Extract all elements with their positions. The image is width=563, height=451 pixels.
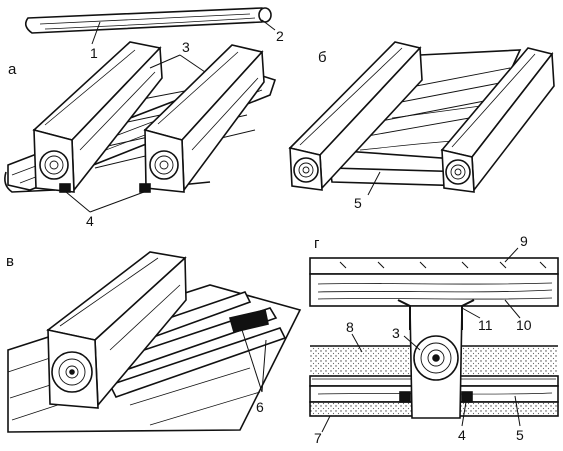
panel-b-leader-5 [367, 171, 381, 196]
callout-7: 7 [314, 430, 322, 446]
callout-5-panel-b: 5 [354, 195, 362, 211]
panel-v-beam [46, 251, 187, 409]
panel-g-cranial-bar-left [399, 391, 411, 403]
panel-g-leaders [321, 247, 521, 433]
callout-10: 10 [516, 317, 532, 333]
half-log-board [24, 7, 272, 34]
callout-4-panel-g: 4 [458, 427, 466, 443]
callout-3-panel-a: 3 [182, 39, 190, 55]
callout-1: 1 [90, 45, 98, 61]
callout-2: 2 [276, 28, 284, 44]
panel-g-cranial-bar-right [461, 391, 473, 403]
panel-label-a: а [8, 61, 17, 78]
callout-6: 6 [256, 399, 264, 415]
callout-11: 11 [478, 317, 493, 333]
callout-3-panel-g: 3 [392, 325, 400, 341]
panel-g-floorboard [309, 257, 559, 275]
panel-a-cranial-bar-left [59, 183, 71, 193]
panel-a-leaders [65, 19, 276, 213]
callout-numbers: 1 2 3 4 5 6 9 11 10 8 3 7 4 5 [86, 28, 532, 446]
callout-8: 8 [346, 319, 354, 335]
panel-a-cranial-bar-right [139, 183, 151, 193]
panel-label-g: г [314, 235, 320, 252]
callout-9: 9 [520, 233, 528, 249]
panel-b-left-beam [288, 41, 423, 191]
panel-label-v: в [6, 253, 14, 270]
panel-b-drawing [288, 41, 555, 196]
panel-g-joist [309, 273, 559, 307]
panel-a-drawing [4, 7, 277, 213]
panel-g-drawing [309, 247, 559, 433]
panel-a-right-beam [143, 44, 265, 193]
panel-v-drawing [7, 251, 302, 433]
panel-label-b: б [318, 49, 327, 66]
callout-5-panel-g: 5 [516, 427, 524, 443]
panel-v-leaders [241, 329, 267, 393]
panel-labels: а б в г [6, 49, 327, 270]
panel-g-lining-strip [397, 299, 475, 330]
callout-4-panel-a: 4 [86, 213, 94, 229]
panel-g-beam-section [409, 305, 463, 419]
panel-b-right-beam [440, 47, 555, 193]
panel-a-left-beam [32, 41, 163, 193]
